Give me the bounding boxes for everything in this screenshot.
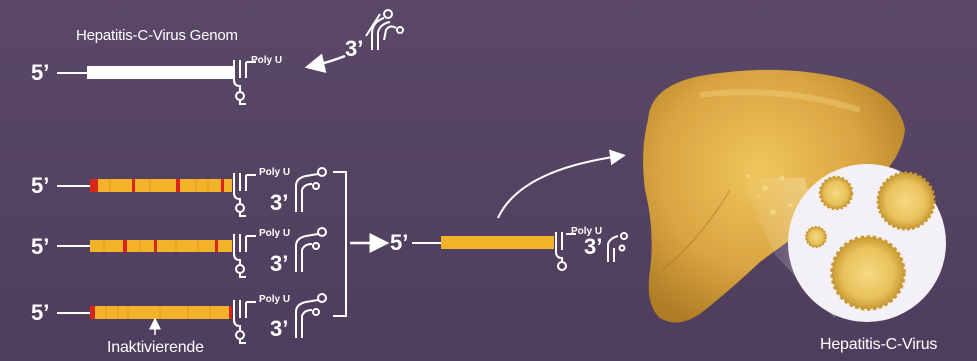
virus-particle [820, 177, 852, 209]
stem-loop-icon [234, 234, 256, 277]
genome-bar [87, 66, 233, 79]
poly-u-label: Poly U [259, 229, 290, 239]
mutation-mark [90, 306, 95, 319]
infection-arrow [498, 156, 620, 218]
virus-zoom-circle [788, 164, 946, 322]
stem-loop-icon [296, 228, 326, 272]
group-bracket [333, 172, 346, 316]
stem-loop-icon [608, 233, 627, 262]
stem-loop-icon [234, 173, 256, 216]
mutation-mark [215, 240, 218, 252]
poly-u-label: Poly U [259, 168, 290, 178]
mutation-mark [176, 179, 180, 192]
mutation-mark [229, 306, 232, 319]
mutation-caption: Inaktivierende [107, 340, 204, 356]
poly-u-label: Poly U [251, 56, 282, 66]
three-prime-label: 3’ [584, 236, 602, 258]
stem-loop-icon [234, 60, 256, 104]
three-prime-label: 3’ [345, 38, 363, 60]
variant-bar [90, 179, 232, 192]
stem-loop-icon [234, 300, 256, 343]
three-prime-label: 3’ [270, 192, 288, 214]
three-prime-label: 3’ [270, 318, 288, 340]
virus-particle [806, 227, 826, 247]
native-genome [57, 60, 256, 104]
variant-bar [90, 240, 232, 252]
virus-particle [832, 237, 904, 309]
genome-title: Hepatitis-C-Virus Genom [76, 28, 238, 43]
mutation-mark [154, 240, 157, 252]
five-prime-label: 5’ [390, 232, 408, 254]
mutation-mark [90, 179, 98, 192]
mutation-mark [221, 179, 224, 192]
stem-loop-icon [366, 10, 403, 50]
five-prime-label: 5’ [31, 302, 49, 324]
variant-bar [90, 306, 232, 319]
mutation-mark [123, 240, 127, 252]
stem-loop-icon [296, 168, 326, 212]
five-prime-label: 5’ [31, 175, 49, 197]
five-prime-label: 5’ [31, 236, 49, 258]
virus-caption: Hepatitis-C-Virus [820, 337, 937, 353]
attach-arrow [312, 56, 345, 66]
stem-loop-icon [556, 232, 576, 270]
consensus-bar [441, 236, 554, 249]
three-prime-label: 3’ [270, 253, 288, 275]
stem-loop-icon [296, 294, 326, 338]
virus-particle [878, 173, 934, 229]
mutation-mark [132, 179, 135, 192]
five-prime-label: 5’ [31, 62, 49, 84]
poly-u-label: Poly U [259, 295, 290, 305]
